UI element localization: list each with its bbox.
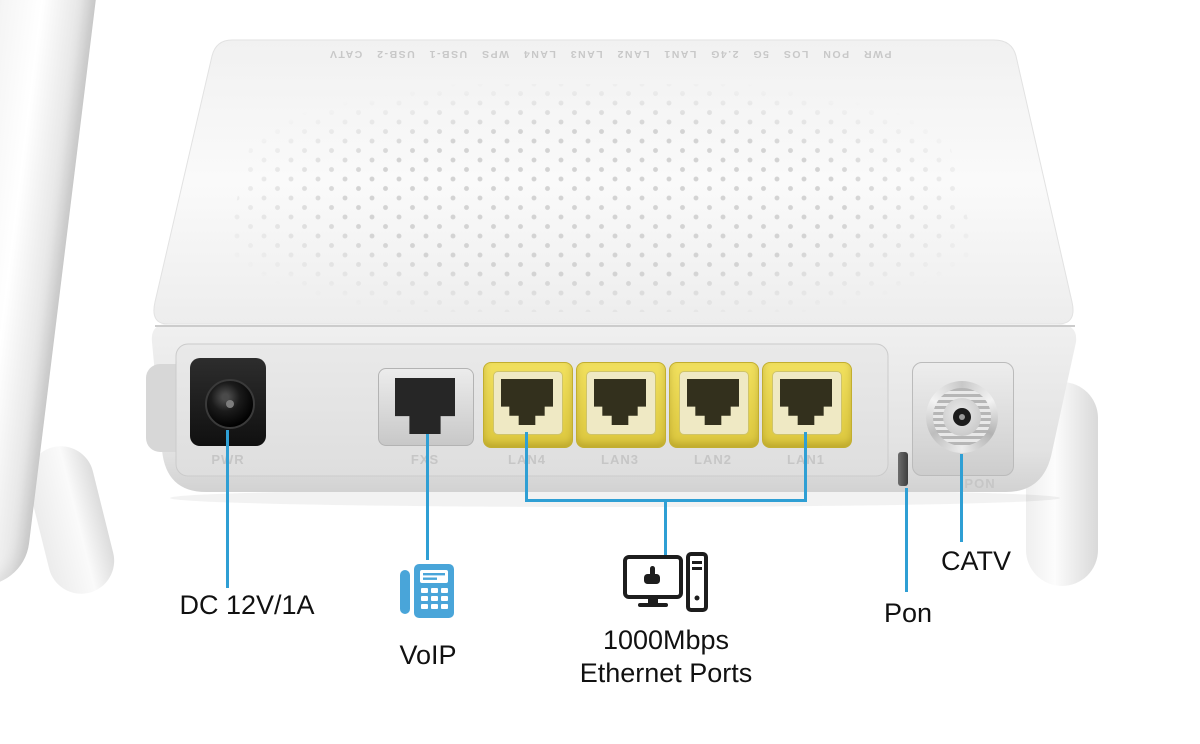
callout-line-catv	[960, 454, 963, 542]
callout-line-power	[226, 430, 229, 588]
ventilation-dots	[210, 84, 990, 312]
led-labels: PWR PON LOS 5G 2.4G LAN1 LAN2 LAN3 LAN4 …	[328, 48, 892, 60]
lan1-port	[762, 362, 852, 448]
coax-nut	[926, 381, 998, 453]
lan2-port-label: LAN2	[694, 452, 732, 467]
rj11-jack	[395, 378, 455, 434]
device-shadow	[170, 489, 1060, 507]
callout-line-ethernet	[664, 502, 667, 556]
ethernet-callout-line2: Ethernet Ports	[579, 658, 753, 688]
ethernet-callout-line1: 1000Mbps	[602, 625, 730, 655]
fxs-port	[378, 368, 474, 446]
rj45-jack	[687, 379, 739, 425]
dc-barrel-jack	[205, 379, 255, 429]
lan1-bezel	[772, 371, 842, 435]
lan3-port	[576, 362, 666, 448]
fxs-port-label: FXS	[410, 452, 440, 467]
coax-face	[943, 398, 981, 436]
callout-line-lan1	[804, 432, 807, 502]
callout-bracket-lan	[525, 499, 807, 502]
callout-line-voip	[426, 434, 429, 560]
lan3-port-label: LAN3	[601, 452, 639, 467]
callout-line-lan4	[525, 432, 528, 502]
pon-callout-text: Pon	[883, 598, 933, 628]
pon-port-label: PON	[964, 476, 996, 491]
power-callout-text: DC 12V/1A	[179, 590, 315, 620]
catv-callout-text: CATV	[940, 546, 1011, 576]
callout-line-pon	[905, 488, 908, 592]
rj45-jack	[780, 379, 832, 425]
dc-center-pin	[226, 400, 234, 408]
coax-pin	[959, 414, 965, 420]
rj45-jack	[501, 379, 553, 425]
voip-phone-icon	[400, 564, 454, 618]
lan2-bezel	[679, 371, 749, 435]
lan2-port	[669, 362, 759, 448]
rj45-jack	[594, 379, 646, 425]
catv-connector-plate	[912, 362, 1014, 476]
pon-slot	[898, 452, 908, 486]
lan4-port	[483, 362, 573, 448]
lan3-bezel	[586, 371, 656, 435]
lan4-bezel	[493, 371, 563, 435]
ethernet-callout-text: 1000Mbps Ethernet Ports	[536, 624, 796, 690]
voip-callout-text: VoIP	[399, 640, 457, 670]
coax-threads	[933, 388, 991, 446]
coax-hole	[953, 408, 971, 426]
ethernet-computer-icon	[623, 552, 708, 612]
